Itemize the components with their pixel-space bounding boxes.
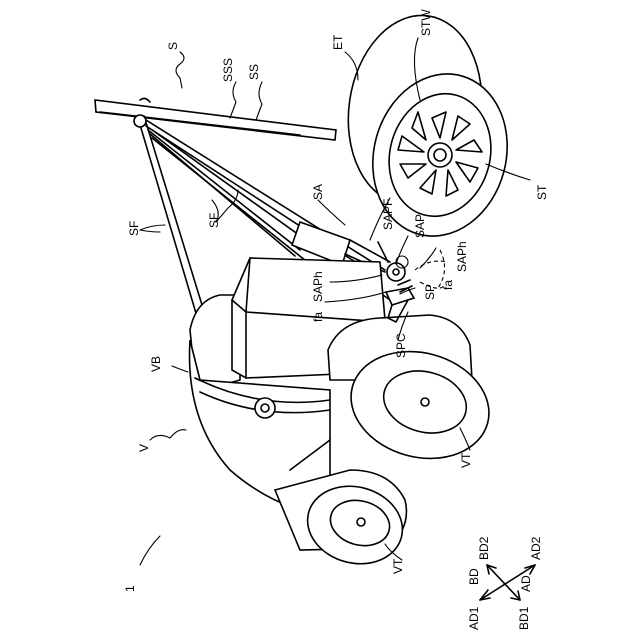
label-ST: ST <box>535 184 549 200</box>
label-AD1: AD1 <box>467 606 481 630</box>
label-VT-right: VT <box>459 452 473 468</box>
label-S: S <box>166 42 180 50</box>
label-SAPF: SAPF <box>381 199 395 230</box>
label-STW: STW <box>419 9 433 36</box>
label-SAPh-right: SAPh <box>455 241 469 272</box>
wheel-VT-right <box>328 315 501 473</box>
label-figure-number: 1 <box>123 585 137 592</box>
label-ET: ET <box>331 34 345 50</box>
label-SP: SP <box>423 284 437 300</box>
label-V: V <box>137 444 151 452</box>
label-SAPh-left: SAPh <box>311 271 325 302</box>
label-BD2: BD2 <box>477 536 491 560</box>
label-VB: VB <box>149 356 163 372</box>
label-SS: SS <box>247 64 261 80</box>
label-SAP: SAP <box>413 214 427 238</box>
label-SA: SA <box>311 184 325 200</box>
label-fa-left: fa <box>311 312 325 322</box>
label-SF-left: SF <box>127 221 141 236</box>
support-arm-S <box>95 98 336 140</box>
label-SPC: SPC <box>394 333 408 358</box>
label-AD2: AD2 <box>529 536 543 560</box>
spare-tire-ET <box>336 7 525 252</box>
label-VT-bottom: VT <box>391 558 405 574</box>
label-BD: BD <box>467 568 481 585</box>
label-BD1: BD1 <box>517 606 531 630</box>
label-SF-upper: SF <box>207 213 221 228</box>
label-SSS: SSS <box>221 58 235 82</box>
label-AD: AD <box>519 575 533 592</box>
label-fa-right: fa <box>441 280 455 290</box>
